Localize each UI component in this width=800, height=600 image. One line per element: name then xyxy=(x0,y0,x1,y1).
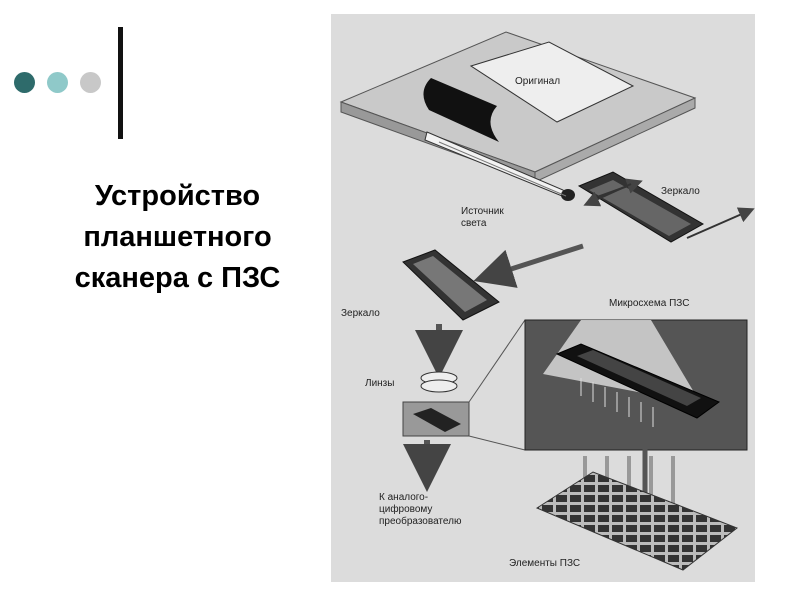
label-light-source-2: света xyxy=(461,218,487,229)
dot-light-teal xyxy=(47,72,68,93)
lenses xyxy=(420,371,458,393)
slide-title: Устройство планшетного сканера с ПЗС xyxy=(40,176,315,299)
decorative-dots xyxy=(14,72,104,94)
title-line-2: планшетного xyxy=(83,221,272,253)
light-source xyxy=(424,131,575,201)
mirror-1-motion-arrow xyxy=(686,207,755,239)
title-line-1: Устройство xyxy=(94,180,261,212)
label-mirror-1: Зеркало xyxy=(661,186,700,197)
inset-connector-bottom xyxy=(468,435,526,451)
title-line-3: сканера с ПЗС xyxy=(74,262,281,294)
label-lenses: Линзы xyxy=(365,378,394,389)
small-ccd-chip xyxy=(402,401,470,437)
label-original: Оригинал xyxy=(515,76,560,87)
ccd-chip-inset xyxy=(524,319,748,451)
inset-connector-top xyxy=(468,319,526,403)
label-adc-3: преобразователю xyxy=(379,515,462,527)
original-document xyxy=(423,41,635,142)
scanner-diagram-svg: Оригинал Зеркало Источник света Зеркало … xyxy=(331,14,755,582)
mirror-2 xyxy=(402,249,500,321)
label-adc-1: К аналого- xyxy=(379,492,428,503)
label-light-source-1: Источник xyxy=(461,206,504,217)
mirror-1-arrow-back xyxy=(583,183,632,207)
dot-grey xyxy=(80,72,101,93)
label-ccd-chip: Микросхема ПЗС xyxy=(609,298,689,309)
light-path-arrow xyxy=(473,243,584,288)
label-mirror-2: Зеркало xyxy=(341,308,380,319)
ccd-elements-grid xyxy=(535,471,739,571)
label-adc-2: цифровому xyxy=(379,503,432,515)
dot-dark-teal xyxy=(14,72,35,93)
vertical-rule xyxy=(118,27,123,139)
mirror-1 xyxy=(577,171,755,243)
label-ccd-elements: Элементы ПЗС xyxy=(509,558,580,569)
scanner-diagram: Оригинал Зеркало Источник света Зеркало … xyxy=(331,14,755,582)
